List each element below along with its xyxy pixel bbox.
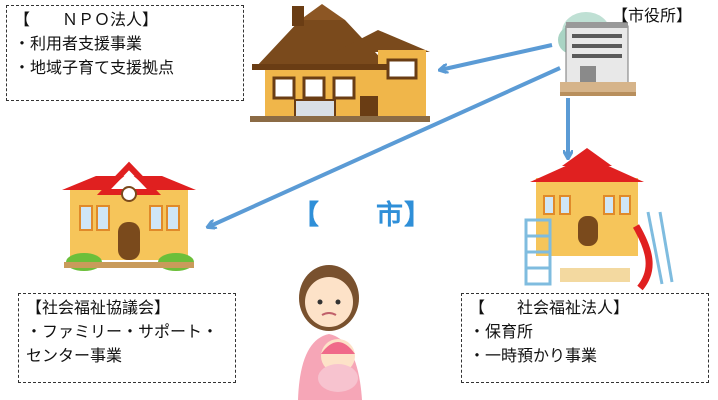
council-building-illustration xyxy=(62,161,196,271)
city-center-label: 【 市】 xyxy=(292,200,432,231)
npo-box-item: ・地域子育て支援拠点 xyxy=(14,58,175,77)
council-box: 【社会福祉協議会】 ・ファミリー・サポート・ センター事業 xyxy=(18,293,236,383)
city-hall-label: 【市役所】 xyxy=(612,6,693,25)
npo-box: 【 ＮＰＯ法人】 ・利用者支援事業 ・地域子育て支援拠点 xyxy=(6,5,244,101)
council-box-title: 【社会福祉協議会】 xyxy=(26,298,171,317)
welfare-box-item: ・一時預かり事業 xyxy=(469,346,598,365)
npo-box-title: 【 ＮＰＯ法人】 xyxy=(14,10,159,29)
arrow-to-council xyxy=(208,66,561,227)
npo-box-item: ・利用者支援事業 xyxy=(14,34,143,53)
council-box-item: ・ファミリー・サポート・ xyxy=(26,322,219,341)
welfare-box-title: 【 社会福祉法人】 xyxy=(469,298,630,317)
welfare-box: 【 社会福祉法人】 ・保育所 ・一時預かり事業 xyxy=(461,293,709,383)
council-box-item: センター事業 xyxy=(26,346,123,365)
welfare-box-item: ・保育所 xyxy=(469,322,534,341)
npo-house-illustration xyxy=(250,4,430,122)
arrow-to-npo xyxy=(440,43,553,70)
city-hall-illustration xyxy=(558,12,636,96)
mother-and-baby-illustration xyxy=(298,265,362,400)
nursery-building-illustration xyxy=(524,148,674,291)
